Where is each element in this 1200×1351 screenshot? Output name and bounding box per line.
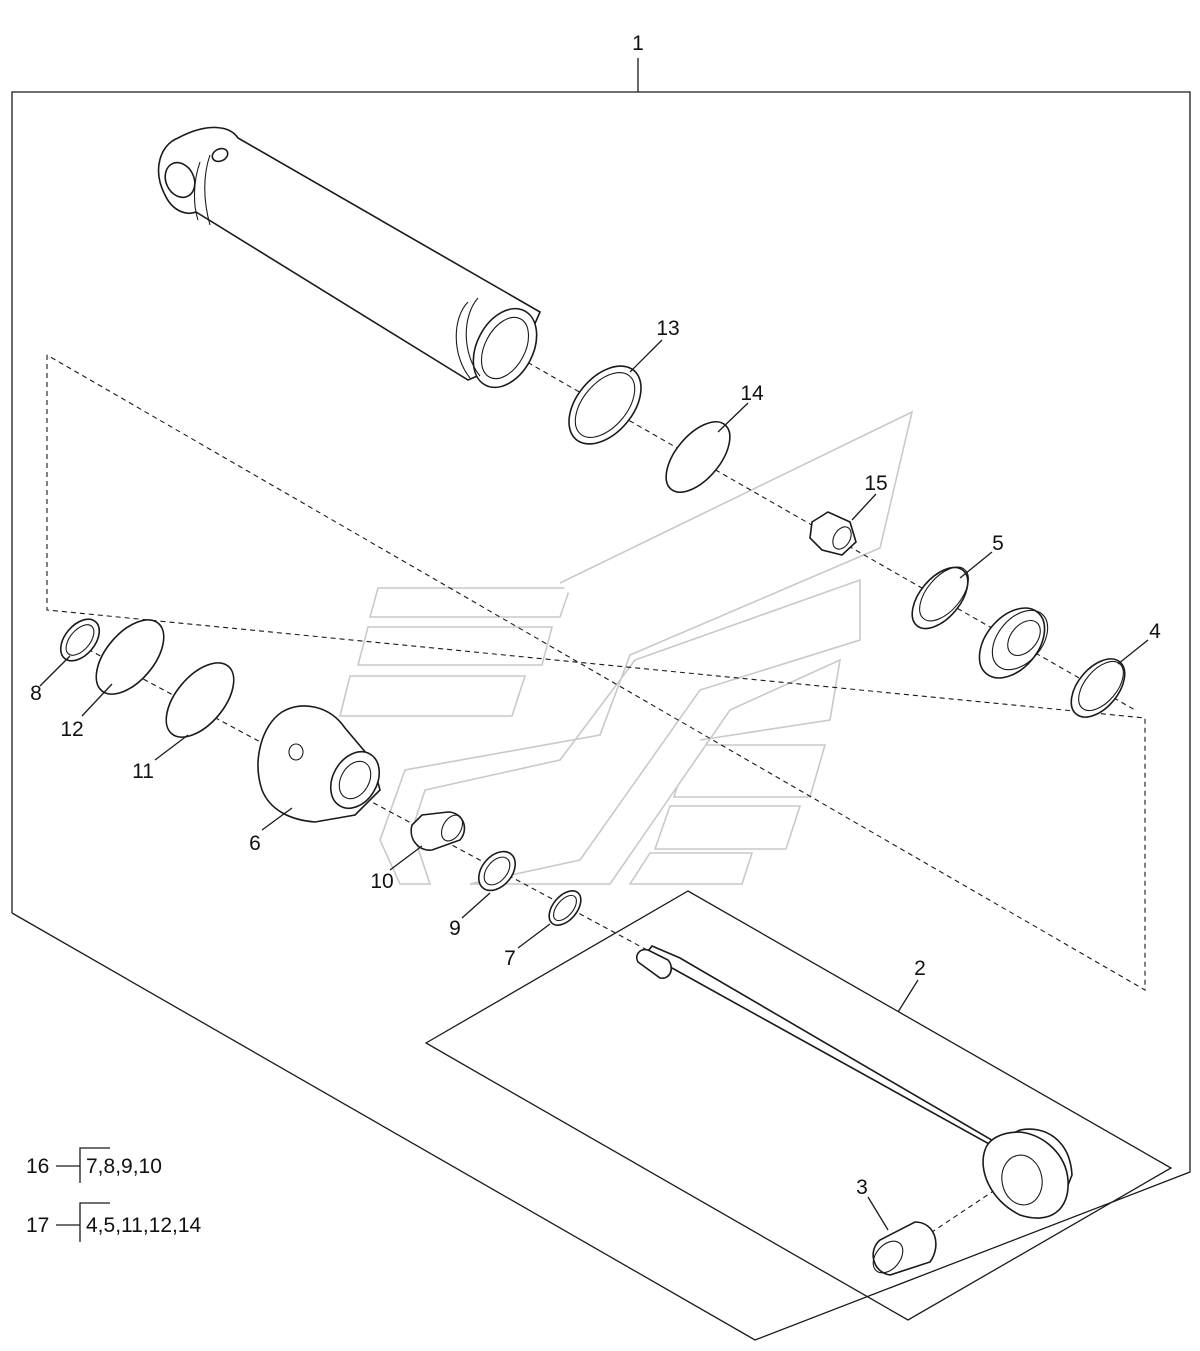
callout-6: 6 xyxy=(249,832,261,855)
kit-17-number: 17 xyxy=(26,1214,49,1237)
kit-16: 16 7,8,9,10 xyxy=(26,1147,162,1183)
rod-assembly-boundary xyxy=(424,890,1173,1321)
part-12-o-ring xyxy=(95,619,165,695)
part-14-o-ring xyxy=(665,421,731,493)
assembly-axis-lines xyxy=(79,357,1136,1251)
part-4-seal xyxy=(1070,658,1126,718)
seal-kit-boundary xyxy=(46,354,1146,991)
leader-lines xyxy=(39,339,1149,1231)
assembly-boundary xyxy=(11,58,1191,1341)
part-15-nut xyxy=(809,511,857,556)
callout-4: 4 xyxy=(1149,620,1161,643)
kit-legend: 16 7,8,9,10 17 4,5,11,12,14 xyxy=(26,1147,202,1242)
kit-17: 17 4,5,11,12,14 xyxy=(26,1202,202,1242)
callout-2: 2 xyxy=(914,957,926,980)
callout-14: 14 xyxy=(740,382,764,405)
callout-10: 10 xyxy=(370,870,393,893)
part-6-gland xyxy=(257,705,381,823)
callout-15: 15 xyxy=(864,472,887,495)
callout-9: 9 xyxy=(449,917,461,940)
part-5-wear-ring xyxy=(911,566,969,630)
callout-11: 11 xyxy=(132,760,154,783)
callout-13: 13 xyxy=(656,317,679,340)
callout-7: 7 xyxy=(504,947,516,970)
callout-8: 8 xyxy=(30,682,42,705)
part-13-ring xyxy=(568,365,642,445)
kit-17-contents: 4,5,11,12,14 xyxy=(86,1214,202,1237)
part-9-seal xyxy=(477,850,517,892)
part-8-wiper xyxy=(59,618,101,662)
watermark-logo xyxy=(338,410,914,885)
callout-5: 5 xyxy=(992,532,1004,555)
callout-12: 12 xyxy=(60,718,83,741)
part-10-bushing xyxy=(410,811,466,851)
kit-16-contents: 7,8,9,10 xyxy=(86,1155,162,1178)
kit-16-number: 16 xyxy=(26,1155,49,1178)
callout-1: 1 xyxy=(632,32,644,55)
part-7-seal xyxy=(548,890,582,926)
part-11-o-ring xyxy=(165,662,235,738)
piston xyxy=(978,607,1049,679)
cylinder-barrel xyxy=(157,126,542,389)
part-3-bushing xyxy=(872,1221,937,1276)
piston-rod xyxy=(635,945,1073,1219)
callout-3: 3 xyxy=(856,1176,868,1199)
callout-labels: 1 2 3 4 5 6 7 8 9 10 11 12 13 14 15 xyxy=(30,32,1161,1199)
